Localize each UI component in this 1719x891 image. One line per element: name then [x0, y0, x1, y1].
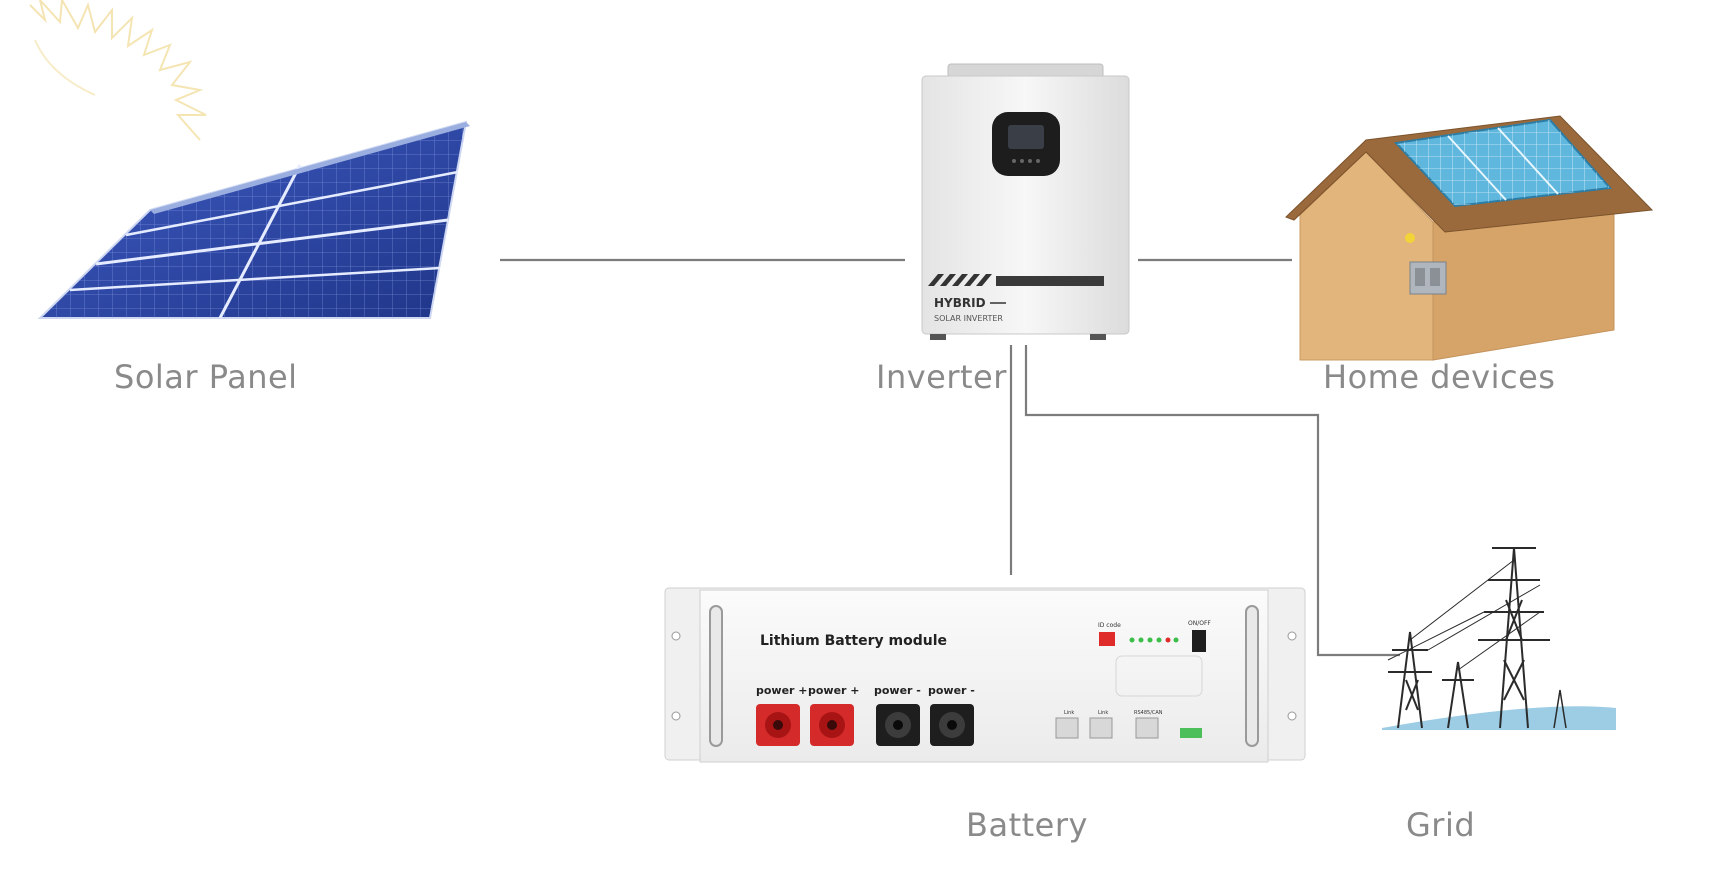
- sun-icon: [29, 0, 207, 141]
- inverter-label: Inverter: [876, 358, 1007, 396]
- port-3: [1135, 717, 1159, 739]
- wire-inverter-to-grid: [1024, 345, 1400, 657]
- id-code-label: ID code: [1098, 622, 1121, 629]
- battery-label: Battery: [966, 806, 1088, 844]
- grid-label: Grid: [1406, 806, 1476, 844]
- inverter-device-text-hybrid: HYBRID: [934, 296, 986, 310]
- inverter-stripe-decoration: [928, 274, 1104, 286]
- solar-panel-label: Solar Panel: [114, 358, 298, 396]
- port-label-2: Link: [1098, 710, 1108, 716]
- connection-wires: [500, 258, 1400, 657]
- terminal-negative-1: [876, 704, 920, 746]
- terminal-label-3: power -: [874, 684, 921, 697]
- port-2: [1089, 717, 1113, 739]
- on-off-label: ON/OFF: [1188, 620, 1211, 627]
- port-1: [1055, 717, 1079, 739]
- battery-module-title: Lithium Battery module: [760, 633, 947, 649]
- terminal-positive-2: [810, 704, 854, 746]
- status-leds: [1129, 637, 1179, 643]
- terminal-negative-2: [930, 704, 974, 746]
- on-off-switch: [1192, 630, 1206, 652]
- home-devices-label: Home devices: [1323, 358, 1556, 396]
- dry-contact-connector: [1180, 728, 1202, 738]
- terminal-label-1: power +: [756, 684, 808, 697]
- battery-module-image: Lithium Battery module power + power + p…: [664, 587, 1306, 763]
- port-label-1: Link: [1064, 710, 1074, 716]
- terminal-label-4: power -: [928, 684, 975, 697]
- inverter-device-text-solar: SOLAR INVERTER: [934, 314, 1003, 323]
- solar-panel-image: [37, 120, 470, 319]
- terminal-label-2: power +: [808, 684, 860, 697]
- id-code-switch: [1099, 632, 1115, 646]
- inverter-image: HYBRID SOLAR INVERTER: [921, 63, 1130, 340]
- grid-towers-image: [1382, 547, 1616, 730]
- terminal-positive-1: [756, 704, 800, 746]
- house-image: [1285, 115, 1654, 361]
- port-label-3: RS485/CAN: [1134, 710, 1163, 716]
